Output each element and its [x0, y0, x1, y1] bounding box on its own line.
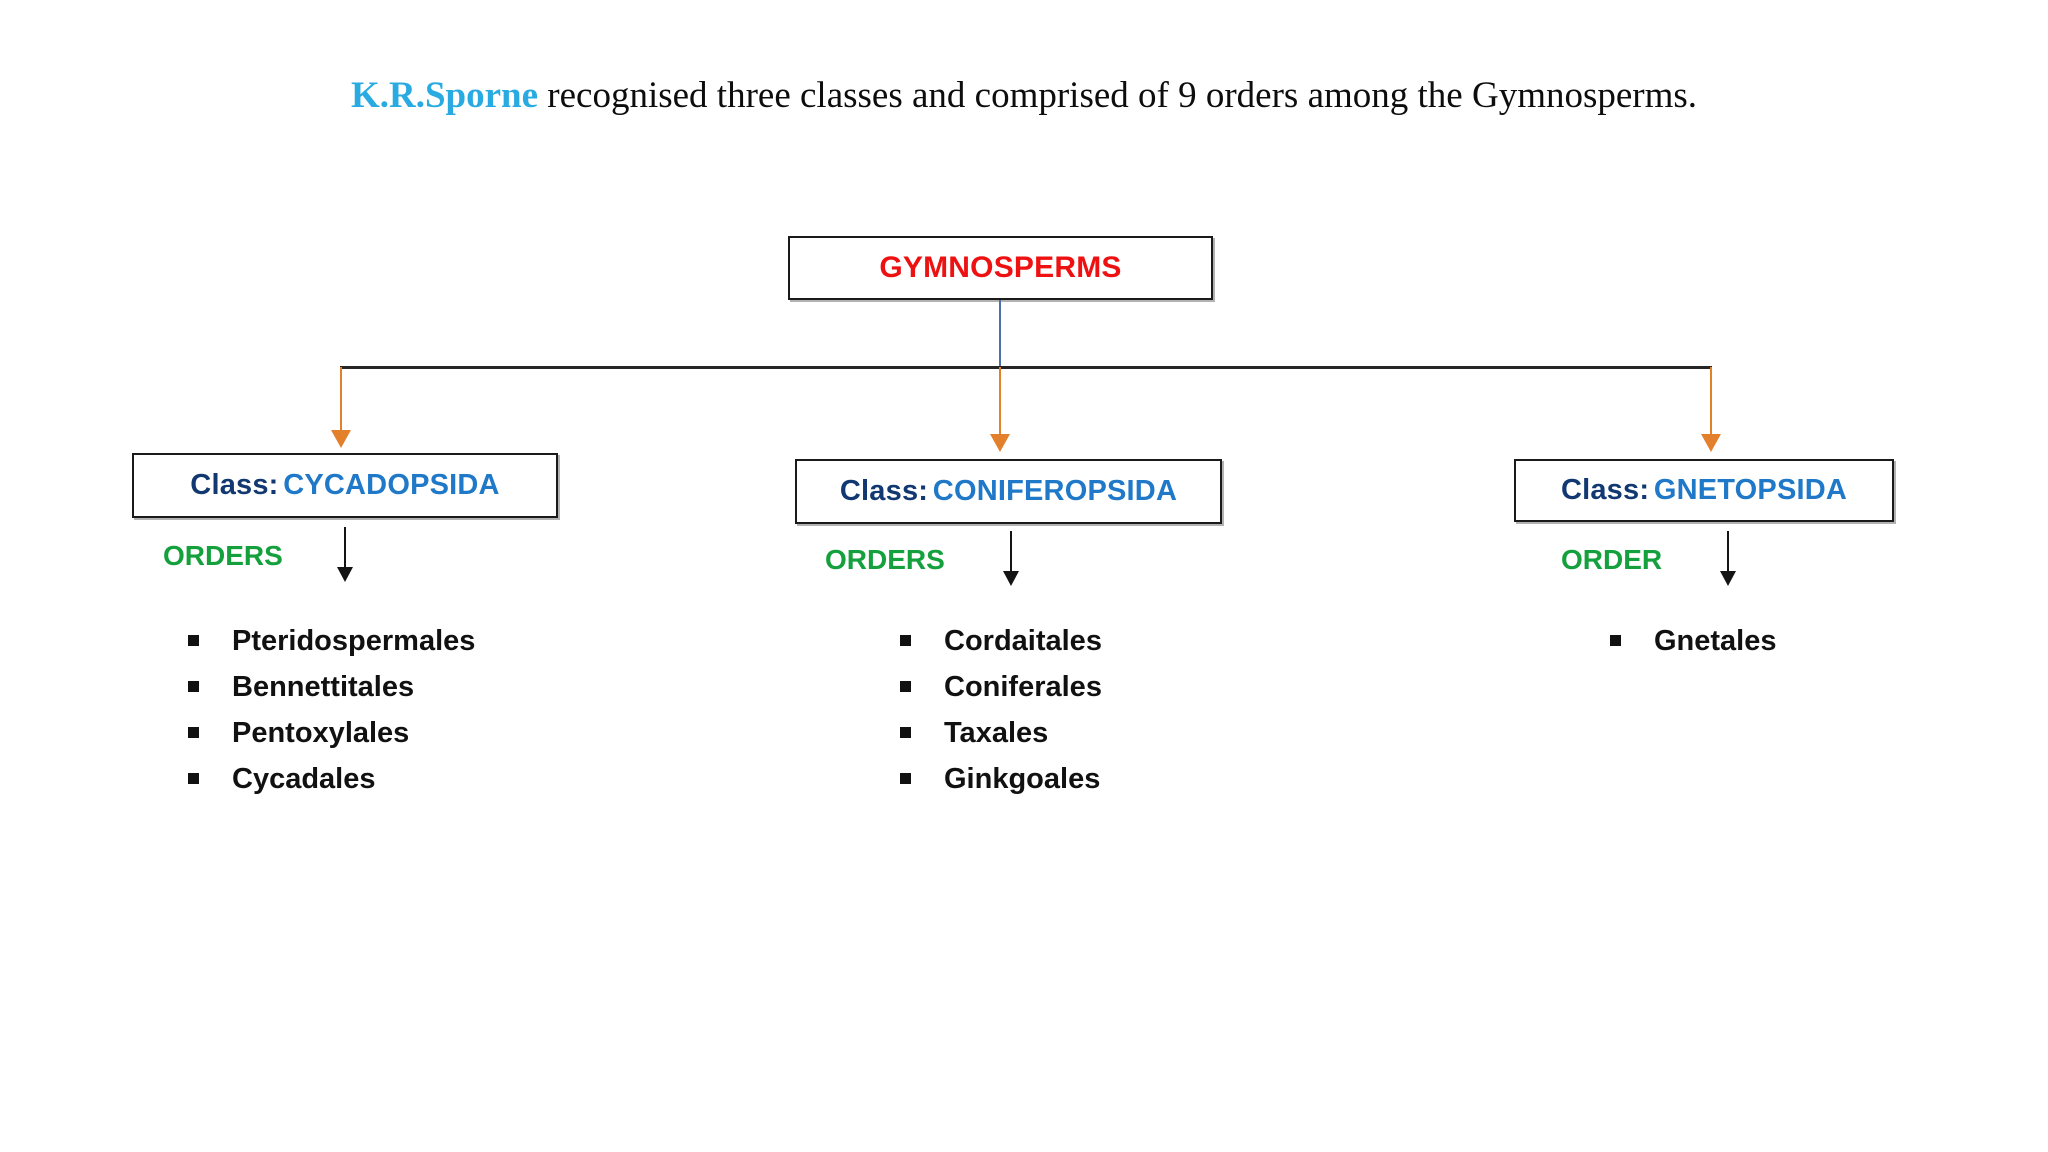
list-item-label: Ginkgoales: [944, 763, 1101, 795]
square-bullet-icon: [900, 681, 911, 692]
class-prefix-label-3: Class:: [1560, 474, 1650, 506]
list-item-label: Bennettitales: [232, 671, 415, 703]
orders-heading-gnetopsida: ORDER: [1561, 544, 1663, 575]
node-class-cycadopsida[interactable]: Class: CYCADOPSIDA: [132, 453, 558, 518]
list-item: Cordaitales: [900, 618, 1102, 664]
orders-heading-coniferopsida: ORDERS: [825, 544, 945, 575]
orders-list-gnetopsida: Gnetales: [1610, 618, 1777, 664]
arrowhead-icon-orders-3: [1720, 571, 1736, 586]
node-class-coniferopsida[interactable]: Class: CONIFEROPSIDA: [795, 459, 1222, 524]
square-bullet-icon: [1610, 635, 1621, 646]
connector-orders-stem-2: [1010, 531, 1012, 576]
list-item-label: Coniferales: [944, 671, 1102, 703]
list-item: Pentoxylales: [188, 710, 475, 756]
square-bullet-icon: [188, 681, 199, 692]
square-bullet-icon: [900, 727, 911, 738]
square-bullet-icon: [900, 773, 911, 784]
title-author-name: K.R.Sporne: [350, 75, 539, 116]
node-gymnosperms[interactable]: GYMNOSPERMS: [788, 236, 1213, 300]
list-item-label: Pteridospermales: [232, 625, 476, 657]
list-item-label: Pentoxylales: [232, 717, 410, 749]
list-item: Coniferales: [900, 664, 1102, 710]
square-bullet-icon: [188, 727, 199, 738]
connector-horizontal-bus: [340, 366, 1712, 369]
connector-drop-gnetopsida: [1710, 367, 1712, 439]
list-item: Bennettitales: [188, 664, 475, 710]
square-bullet-icon: [188, 773, 199, 784]
arrowhead-icon-orders-1: [337, 567, 353, 582]
list-item: Taxales: [900, 710, 1102, 756]
list-item: Ginkgoales: [900, 756, 1102, 802]
square-bullet-icon: [188, 635, 199, 646]
list-item: Cycadales: [188, 756, 475, 802]
list-item-label: Cordaitales: [944, 625, 1102, 657]
arrowhead-icon-cycadopsida: [331, 430, 351, 448]
arrowhead-icon-gnetopsida: [1701, 434, 1721, 452]
connector-orders-stem-3: [1727, 531, 1729, 576]
class-prefix-label-2: Class:: [839, 475, 929, 507]
square-bullet-icon: [900, 635, 911, 646]
connector-root-stem: [999, 300, 1001, 367]
list-item-label: Taxales: [944, 717, 1049, 749]
class-prefix-label-1: Class:: [190, 469, 279, 501]
orders-heading-cycadopsida: ORDERS: [163, 540, 283, 571]
class-name-label-2: CONIFEROPSIDA: [932, 475, 1178, 507]
page-title: K.R.Sporne recognised three classes and …: [0, 72, 2048, 120]
list-item-label: Cycadales: [232, 763, 376, 795]
list-item-label: Gnetales: [1654, 625, 1777, 657]
connector-drop-coniferopsida: [999, 367, 1001, 439]
connector-orders-stem-1: [344, 527, 346, 572]
node-class-gnetopsida[interactable]: Class: GNETOPSIDA: [1514, 459, 1894, 522]
list-item: Gnetales: [1610, 618, 1777, 664]
class-name-label-1: CYCADOPSIDA: [283, 469, 500, 501]
title-remainder: recognised three classes and comprised o…: [538, 75, 1698, 116]
list-item: Pteridospermales: [188, 618, 475, 664]
node-gymnosperms-label: GYMNOSPERMS: [879, 251, 1122, 284]
arrowhead-icon-coniferopsida: [990, 434, 1010, 452]
arrowhead-icon-orders-2: [1003, 571, 1019, 586]
connector-drop-cycadopsida: [340, 367, 342, 435]
class-name-label-3: GNETOPSIDA: [1653, 474, 1848, 506]
